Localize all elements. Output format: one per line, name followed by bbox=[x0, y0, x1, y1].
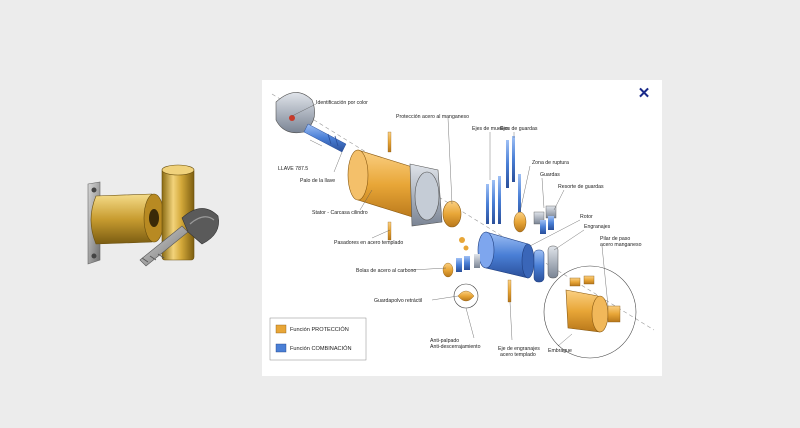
label-pasadores: Pasadores en acero templado bbox=[334, 240, 403, 246]
label-pilar-paso-1: Pilar de paso bbox=[600, 236, 630, 242]
springs-shafts bbox=[486, 136, 521, 224]
label-guardapolvo: Guardapolvo retráctil bbox=[374, 298, 422, 304]
gears bbox=[442, 245, 559, 283]
label-zona-ruptura: Zona de ruptura bbox=[532, 160, 569, 166]
legend-swatch-protection bbox=[275, 324, 287, 334]
label-ejes-guardas: Ejes de guardas bbox=[500, 126, 538, 132]
label-eje-engranajes-2: acero templado bbox=[500, 352, 536, 358]
lightbox-panel: Identificación por color LLAVE 787.5 Pal… bbox=[262, 80, 662, 376]
label-eje-engranajes-1: Eje de engranajes bbox=[498, 346, 540, 352]
rotor bbox=[477, 231, 535, 279]
legend-label-combination: Función COMBINACIÓN bbox=[290, 345, 352, 352]
clutch-detail bbox=[543, 265, 637, 359]
label-embrague: Embrague bbox=[548, 348, 572, 354]
label-guardas: Guardas bbox=[540, 172, 560, 178]
label-bolas: Bolas de acero al carbono bbox=[356, 268, 416, 274]
label-stator: Stator - Carcasa cilindro bbox=[312, 210, 368, 216]
label-palo: Palo de la llave bbox=[300, 178, 335, 184]
label-proteccion: Protección acero al manganeso bbox=[396, 114, 469, 120]
key-illustration bbox=[275, 92, 347, 153]
wards bbox=[513, 205, 557, 234]
label-resorte-guardas: Resorte de guardas bbox=[558, 184, 604, 190]
manganese-disc bbox=[442, 200, 462, 228]
stator-cylinder bbox=[347, 149, 443, 227]
exploded-lock-diagram[interactable]: Identificación por color LLAVE 787.5 Pal… bbox=[262, 80, 662, 376]
label-engranajes: Engranajes bbox=[584, 224, 611, 230]
label-ejes-muelles: Ejes de muelles bbox=[472, 126, 509, 132]
label-pilar-paso-2: acero manganeso bbox=[600, 242, 642, 248]
label-antipalpado-2: Anti-descerrajamiento bbox=[430, 344, 481, 350]
label-antipalpado-1: Anti-palpado bbox=[430, 338, 459, 344]
label-llave: LLAVE 787.5 bbox=[278, 166, 308, 172]
legend-label-protection: Función PROTECCIÓN bbox=[290, 326, 349, 333]
legend-swatch-combination bbox=[275, 343, 287, 353]
close-icon[interactable]: ✕ bbox=[637, 85, 651, 102]
label-rotor: Rotor bbox=[580, 214, 593, 220]
lock-photo[interactable] bbox=[70, 160, 240, 280]
legend: Función PROTECCIÓN Función COMBINACIÓN bbox=[269, 317, 367, 361]
label-identificacion: Identificación por color bbox=[316, 100, 368, 106]
